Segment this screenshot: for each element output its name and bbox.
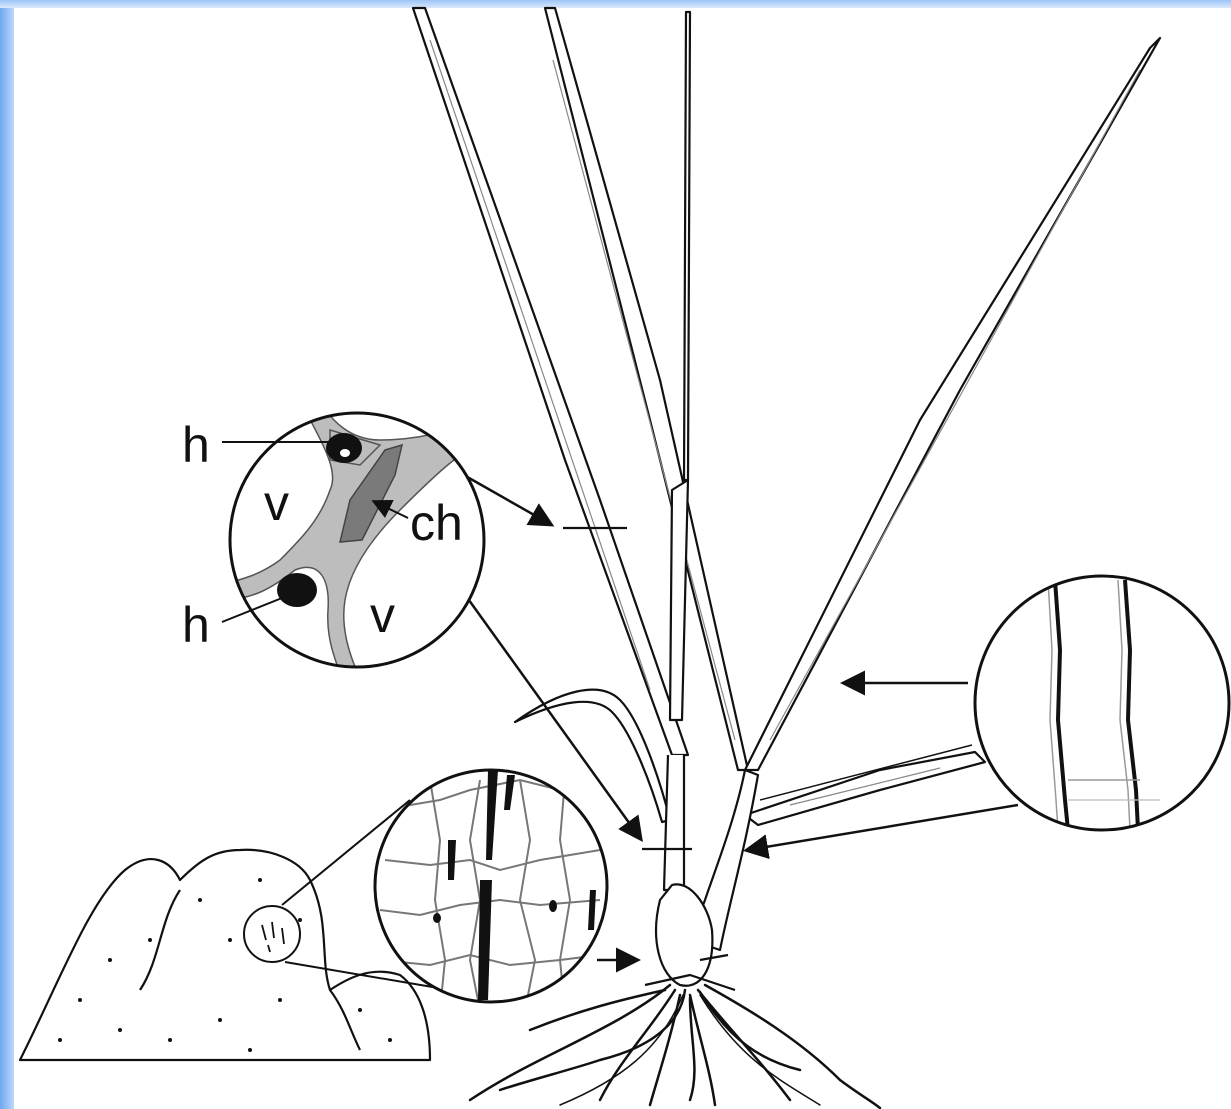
label-vessel-right: v <box>370 587 395 643</box>
soil-rock <box>20 850 430 1060</box>
roots <box>470 985 880 1108</box>
leaf-upright <box>684 12 690 480</box>
label-chloroplast: ch <box>410 495 463 551</box>
leaf-lower-right <box>745 752 985 825</box>
stem-main <box>664 755 684 890</box>
hypha-bottom <box>277 573 317 607</box>
label-vessel-left: v <box>264 475 289 531</box>
magnifier-veins <box>975 576 1229 830</box>
magnifier-epidermis <box>375 770 607 1010</box>
hypha-top <box>326 433 362 463</box>
label-hyphae-top: h <box>182 417 210 473</box>
plant-base <box>656 884 712 985</box>
label-hyphae-bottom: h <box>182 597 210 653</box>
